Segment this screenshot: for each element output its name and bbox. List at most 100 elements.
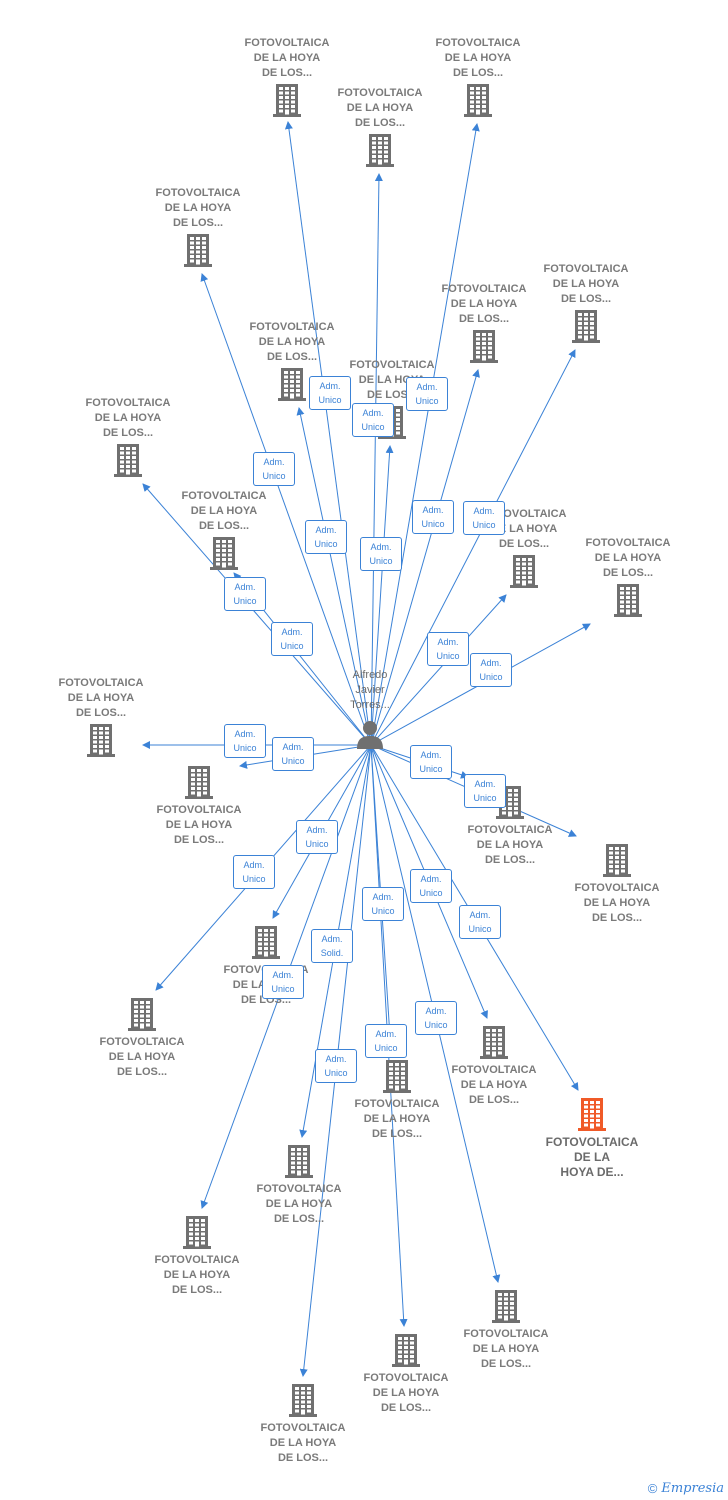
role-badge[interactable]: Adm. Unico [415, 1001, 457, 1035]
company-node[interactable]: FOTOVOLTAICA DE LA HOYA DE LOS... [562, 843, 672, 926]
company-label: FOTOVOLTAICA DE LA HOYA DE LOS... [574, 882, 660, 924]
company-node[interactable]: FOTOVOLTAICA DE LA HOYA DE LOS... [342, 1059, 452, 1142]
person-name: Alfredo Javier Torres... [350, 669, 390, 711]
brand-name[interactable]: Empresia [661, 1481, 724, 1496]
role-badge[interactable]: Adm. Unico [410, 745, 452, 779]
company-node[interactable]: FOTOVOLTAICA DE LA HOYA DE LOS... [87, 997, 197, 1080]
company-node[interactable]: FOTOVOLTAICA DE LA HOYA DE LOS... [248, 1383, 358, 1466]
building-icon [480, 1026, 508, 1059]
company-node[interactable]: FOTOVOLTAICA DE LA HOYA DE LOS... [429, 282, 539, 363]
company-label: FOTOVOLTAICA DE LA HOYA DE LOS... [435, 37, 521, 79]
building-icon [492, 1290, 520, 1323]
company-label: FOTOVOLTAICA DE LA HOYA DE LOS... [451, 1064, 537, 1106]
person-icon [357, 721, 383, 749]
role-badge[interactable]: Adm. Unico [412, 500, 454, 534]
role-badge[interactable]: Adm. Solid. [311, 929, 353, 963]
role-badge[interactable]: Adm. Unico [224, 724, 266, 758]
building-icon [572, 310, 600, 343]
company-node[interactable]: FOTOVOLTAICA DE LA HOYA DE LOS... [531, 262, 641, 343]
role-badge[interactable]: Adm. Unico [470, 653, 512, 687]
role-badge[interactable]: Adm. Unico [224, 577, 266, 611]
building-icon [185, 766, 213, 799]
edge-arrow [284, 121, 372, 746]
role-badge[interactable]: Adm. Unico [427, 632, 469, 666]
role-badge[interactable]: Adm. Unico [271, 622, 313, 656]
role-badge[interactable]: Adm. Unico [253, 452, 295, 486]
company-node[interactable]: FOTOVOLTAICA DE LA HOYA DE LOS... [244, 1144, 354, 1227]
company-label: FOTOVOLTAICA DE LA HOYA DE LOS... [249, 321, 335, 363]
company-label: FOTOVOLTAICA DE LA HOYA DE LOS... [85, 397, 171, 439]
role-badge[interactable]: Adm. Unico [352, 403, 394, 437]
company-label: FOTOVOLTAICA DE LA HOYA DE LOS... [260, 1422, 346, 1464]
company-label: FOTOVOLTAICA DE LA HOYA DE LOS... [155, 187, 241, 229]
company-node[interactable]: FOTOVOLTAICA DE LA HOYA DE LOS... [423, 36, 533, 117]
role-badge[interactable]: Adm. Unico [464, 774, 506, 808]
company-label: FOTOVOLTAICA DE LA HOYA DE LOS... [467, 824, 553, 866]
person-node[interactable]: Alfredo Javier Torres... [325, 668, 415, 749]
building-icon [114, 444, 142, 477]
company-node[interactable]: FOTOVOLTAICA DE LA HOYA DE LOS... [325, 86, 435, 167]
role-badge[interactable]: Adm. Unico [233, 855, 275, 889]
company-node[interactable]: FOTOVOLTAICA DE LA HOYA DE LOS... [455, 785, 565, 868]
building-icon [128, 998, 156, 1031]
building-icon [614, 584, 642, 617]
company-label: FOTOVOLTAICA DE LA HOYA DE LOS... [441, 283, 527, 325]
company-node[interactable]: FOTOVOLTAICA DE LA HOYA DE... [537, 1097, 647, 1180]
company-node[interactable]: FOTOVOLTAICA DE LA HOYA DE LOS... [451, 1289, 561, 1372]
company-node[interactable]: FOTOVOLTAICA DE LA HOYA DE LOS... [46, 676, 156, 757]
edge-arrow [370, 123, 480, 746]
role-badge[interactable]: Adm. Unico [410, 869, 452, 903]
role-badge[interactable]: Adm. Unico [459, 905, 501, 939]
edge-arrow [200, 273, 372, 746]
company-label: FOTOVOLTAICA DE LA HOYA DE LOS... [156, 804, 242, 846]
building-icon [464, 84, 492, 117]
company-label: FOTOVOLTAICA DE LA HOYA DE LOS... [543, 263, 629, 305]
company-node[interactable]: FOTOVOLTAICA DE LA HOYA DE LOS... [439, 1025, 549, 1108]
edge-arrow [370, 349, 576, 746]
role-badge[interactable]: Adm. Unico [272, 737, 314, 771]
company-node[interactable]: FOTOVOLTAICA DE LA HOYA DE LOS... [232, 36, 342, 117]
role-badge[interactable]: Adm. Unico [362, 887, 404, 921]
role-badge[interactable]: Adm. Unico [365, 1024, 407, 1058]
edge-arrow [370, 369, 480, 746]
role-badge[interactable]: Adm. Unico [360, 537, 402, 571]
company-label: FOTOVOLTAICA DE LA HOYA DE LOS... [58, 677, 144, 719]
company-node[interactable]: FOTOVOLTAICA DE LA HOYA DE LOS... [237, 320, 347, 401]
role-badge[interactable]: Adm. Unico [315, 1049, 357, 1083]
building-icon [278, 368, 306, 401]
building-icon [578, 1098, 606, 1131]
company-label: FOTOVOLTAICA DE LA HOYA DE LOS... [154, 1254, 240, 1296]
building-icon [383, 1060, 411, 1093]
building-icon [470, 330, 498, 363]
role-badge[interactable]: Adm. Unico [305, 520, 347, 554]
building-icon [510, 555, 538, 588]
building-icon [603, 844, 631, 877]
building-icon [273, 84, 301, 117]
building-icon [392, 1334, 420, 1367]
building-icon [184, 234, 212, 267]
company-node[interactable]: FOTOVOLTAICA DE LA HOYA DE LOS... [144, 765, 254, 848]
edge-arrow [296, 407, 372, 746]
role-badge[interactable]: Adm. Unico [309, 376, 351, 410]
company-label: FOTOVOLTAICA DE LA HOYA DE LOS... [463, 1328, 549, 1370]
role-badge[interactable]: Adm. Unico [406, 377, 448, 411]
company-node[interactable]: FOTOVOLTAICA DE LA HOYA DE LOS... [73, 396, 183, 477]
company-label: FOTOVOLTAICA DE LA HOYA DE LOS... [585, 537, 671, 579]
role-badge[interactable]: Adm. Unico [463, 501, 505, 535]
building-icon [87, 724, 115, 757]
building-icon [366, 134, 394, 167]
edge-arrow [370, 173, 383, 746]
company-label: FOTOVOLTAICA DE LA HOYA DE LOS... [181, 490, 267, 532]
role-badge[interactable]: Adm. Unico [262, 965, 304, 999]
company-node[interactable]: FOTOVOLTAICA DE LA HOYA DE LOS... [142, 1215, 252, 1298]
edge-arrow [142, 483, 372, 746]
company-node[interactable]: FOTOVOLTAICA DE LA HOYA DE LOS... [573, 536, 683, 617]
company-label: FOTOVOLTAICA DE LA HOYA DE LOS... [363, 1372, 449, 1414]
company-node[interactable]: FOTOVOLTAICA DE LA HOYA DE LOS... [143, 186, 253, 267]
company-node[interactable]: FOTOVOLTAICA DE LA HOYA DE LOS... [169, 489, 279, 570]
company-node[interactable]: FOTOVOLTAICA DE LA HOYA DE LOS... [351, 1333, 461, 1416]
copyright-symbol: © [647, 1481, 658, 1496]
role-badge[interactable]: Adm. Unico [296, 820, 338, 854]
building-icon [289, 1384, 317, 1417]
edge-arrow [370, 445, 394, 746]
